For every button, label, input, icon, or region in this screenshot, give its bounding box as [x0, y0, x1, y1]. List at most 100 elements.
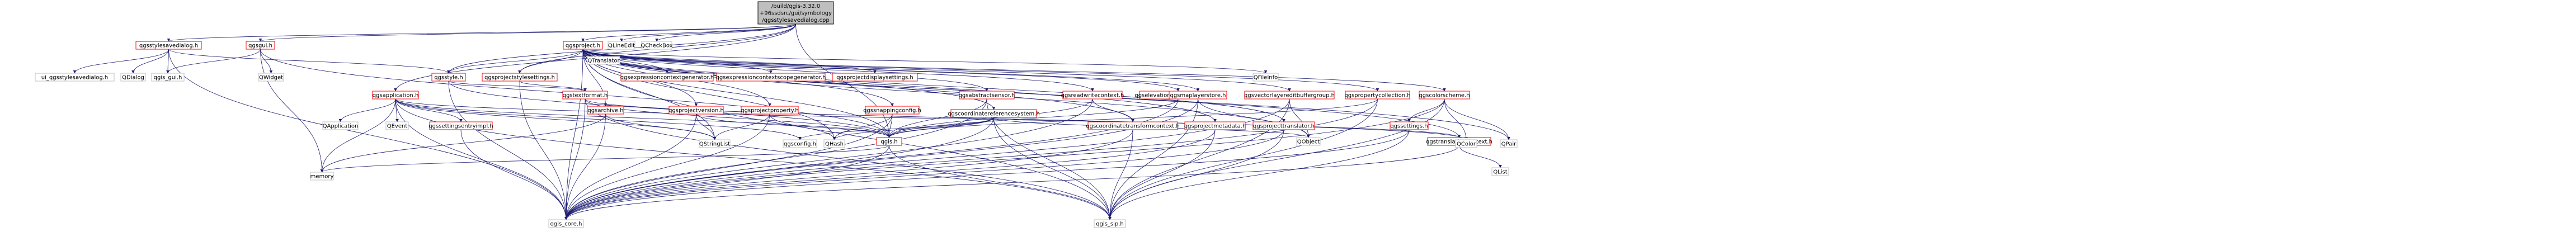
- edge-qgsprojectproperty_h-to-qhash: [769, 113, 836, 140]
- node-qgsabstractsensor-h[interactable]: qgsabstractsensor.h: [959, 91, 1015, 100]
- node-label: ui_qgsstylesavedialog.h: [41, 75, 108, 81]
- edge-qgscoordinatetransformcontext_h-to-qgis_core_h: [564, 129, 1133, 220]
- node-qwidget: QWidget: [258, 73, 284, 82]
- node-qgssnappingconfig-h[interactable]: qgssnappingconfig.h: [863, 106, 921, 115]
- edge-qgselevationshadingrenderer_h-to-qgis_h: [887, 98, 1179, 138]
- node-label: qgsproject.h: [566, 43, 600, 49]
- node-label: qgsabstractsensor.h: [959, 93, 1015, 99]
- node-qgis-h[interactable]: qgis.h: [876, 137, 902, 146]
- edge-qgscolorscheme_h-to-qcolor: [1444, 98, 1468, 140]
- node-label: qgsconfig.h: [784, 141, 816, 148]
- edge-qgsprojectmetadata_h-to-qgis_sip_h: [1108, 129, 1216, 220]
- node-qgscolorscheme-h[interactable]: qgscolorscheme.h: [1419, 91, 1470, 100]
- edge-qgsreadwritecontext_h-to-qgis_core_h: [564, 98, 1093, 220]
- node-qgscoordinatetransformcontext-h[interactable]: qgscoordinatetransformcontext.h: [1086, 121, 1180, 130]
- edge-qgscolorscheme_h-to-qpair: [1444, 98, 1510, 140]
- edge-qgssnappingconfig_h-to-qgis_core_h: [564, 113, 893, 220]
- node-qgsapplication-h[interactable]: qgsapplication.h: [372, 91, 419, 100]
- edge-qgscrs_h-to-qgsconfig_h: [798, 117, 994, 140]
- node-qfileinfo: QFileInfo: [1252, 73, 1279, 82]
- edge-qgssettings_h-to-qgis_sip_h: [1108, 129, 1410, 220]
- node-qgsprojectstylesettings-h[interactable]: qgsprojectstylesettings.h: [482, 73, 558, 82]
- node-box: [587, 56, 620, 65]
- node-qgsgui-h[interactable]: qgsgui.h: [246, 41, 275, 50]
- node-qgsprojectmetadata-h[interactable]: qgsprojectmetadata.h: [1184, 121, 1246, 130]
- edge-qgsprojectstylesettings_h-to-qgis_core_h: [519, 81, 568, 220]
- node-box: [1455, 139, 1477, 148]
- node-qgspropertycollection-h[interactable]: qgspropertycollection.h: [1344, 91, 1411, 100]
- edge-qgspropertycollection_h-to-qgis_core_h: [564, 98, 1378, 220]
- node-root: /build/qgis-3.32.0+96ssdsrc/gui/symbolog…: [757, 1, 834, 25]
- node-qtranslator: QTranslator: [587, 56, 620, 65]
- node-box: [959, 91, 1015, 100]
- edge-qgsgui_h-to-qgis_gui_h: [166, 49, 261, 74]
- node-qgsprojectversion-h[interactable]: qgsprojectversion.h: [668, 106, 724, 115]
- node-label: QCheckBox: [641, 43, 672, 49]
- node-qpair: QPair: [1500, 139, 1518, 148]
- edge-qgsstyle_h-to-qgstextformat_h: [448, 81, 587, 92]
- edge-qgsapplication_h-to-qgis_core_h: [395, 98, 568, 220]
- edge-qgsapplication_h-to-qgis_h: [395, 98, 891, 138]
- edge-qgsmaplayerstore_h-to-qgis_core_h: [564, 98, 1198, 220]
- edge-qgsproject_h-to-qgis_h: [582, 49, 891, 138]
- node-qgsstyle-h[interactable]: qgsstyle.h: [431, 73, 466, 82]
- edge-qgsvectorlayereditbuffergroup_h-to-qgis_core_h: [564, 98, 1290, 220]
- node-qcheckbox: QCheckBox: [641, 41, 673, 50]
- node-box: [699, 139, 731, 148]
- node-label: qgsprojectmetadata.h: [1184, 124, 1246, 130]
- edge-qgsstyle_h-to-qgis_core_h: [448, 81, 568, 220]
- node-qgsprojecttranslator-h[interactable]: qgsprojecttranslator.h: [1252, 121, 1315, 130]
- node-label: qgsprojectstylesettings.h: [484, 75, 555, 81]
- node-label: qgsstyle.h: [434, 75, 463, 81]
- node-qgscrs-h[interactable]: qgscoordinatereferencesystem.h: [948, 109, 1040, 118]
- node-ui-dialog: ui_qgsstylesavedialog.h: [35, 73, 115, 82]
- node-label: QEvent: [387, 124, 408, 130]
- edge-qgsmaplayerstore_h-to-qgis_sip_h: [1108, 98, 1198, 220]
- node-box: [258, 73, 284, 82]
- edge-qgsarchive_h-to-qstringlist: [605, 113, 717, 140]
- node-qapplication: QApplication: [322, 121, 359, 130]
- node-qgsarchive-h[interactable]: qgsarchive.h: [587, 106, 624, 115]
- edge-qgsapplication_h-to-memory: [320, 98, 396, 173]
- edge-qgsprojectproperty_h-to-qgis_core_h: [564, 113, 770, 220]
- node-box: [548, 219, 584, 228]
- node-label: QLineEdit: [608, 43, 635, 49]
- node-qobject: QObject: [1296, 137, 1321, 146]
- edge-qgsprojectversion_h-to-qgis_h: [696, 113, 891, 138]
- node-qgssettingsentryimpl-h[interactable]: qgssettingsentryimpl.h: [428, 121, 493, 130]
- node-box: [1491, 167, 1509, 176]
- node-label: qgsarchive.h: [587, 108, 623, 114]
- node-qgsreadwritecontext-h[interactable]: qgsreadwritecontext.h: [1061, 91, 1124, 100]
- node-qgsprojectdisplaysettings-h[interactable]: qgsprojectdisplaysettings.h: [832, 73, 918, 82]
- node-label: qgis.h: [880, 139, 897, 145]
- node-qgsstylesavedialog-h[interactable]: qgsstylesavedialog.h: [135, 41, 202, 50]
- node-box: [563, 41, 603, 50]
- node-qgsproject-h[interactable]: qgsproject.h: [563, 41, 603, 50]
- node-label: /qgsstylesavedialog.cpp: [762, 17, 830, 23]
- node-label: /build/qgis-3.32.0: [771, 3, 820, 10]
- node-qgsexprctxgen-h[interactable]: qgsexpressioncontextgenerator.h: [620, 73, 714, 82]
- node-qgsmaplayerstore-h[interactable]: qgsmaplayerstore.h: [1169, 91, 1227, 100]
- node-qgsprojectproperty-h[interactable]: qgsprojectproperty.h: [741, 106, 799, 115]
- node-box: [950, 109, 1037, 118]
- edge-qgsproject_h-to-qgselevationshadingrenderer_h: [582, 49, 1180, 92]
- node-qgis-sip-h: qgis_sip.h: [1094, 219, 1126, 228]
- edge-qgstranslationcontext_h-to-qlist: [1459, 145, 1502, 168]
- node-box: [587, 106, 624, 115]
- node-label: qgsexpressioncontextscopegenerator.h: [716, 75, 826, 81]
- node-qgsvectorlayereditbuffergroup-h[interactable]: qgsvectorlayereditbuffergroup.h: [1244, 91, 1335, 100]
- edge-qgscrs_h-to-qgis_h: [887, 117, 994, 138]
- node-box: [372, 91, 419, 100]
- edge-qgsabstractsensor_h-to-qgis_h: [887, 98, 987, 138]
- node-qcolor: QColor: [1455, 139, 1477, 148]
- node-box: [1390, 121, 1429, 130]
- node-label: QObject: [1297, 139, 1320, 145]
- node-qgstextformat-h[interactable]: qgstextformat.h: [562, 91, 608, 100]
- node-qgssettings-h[interactable]: qgssettings.h: [1390, 121, 1429, 130]
- edge-qgsprojectproperty_h-to-qstringlist: [713, 113, 770, 140]
- node-box: [1244, 91, 1335, 100]
- edge-root-to-qcheckbox: [655, 23, 796, 42]
- edge-qgspropertycollection_h-to-qgis_h: [887, 98, 1378, 138]
- node-qgsexprscopegen-h[interactable]: qgsexpressioncontextscopegenerator.h: [716, 73, 826, 82]
- node-label: qgsstylesavedialog.h: [139, 43, 198, 49]
